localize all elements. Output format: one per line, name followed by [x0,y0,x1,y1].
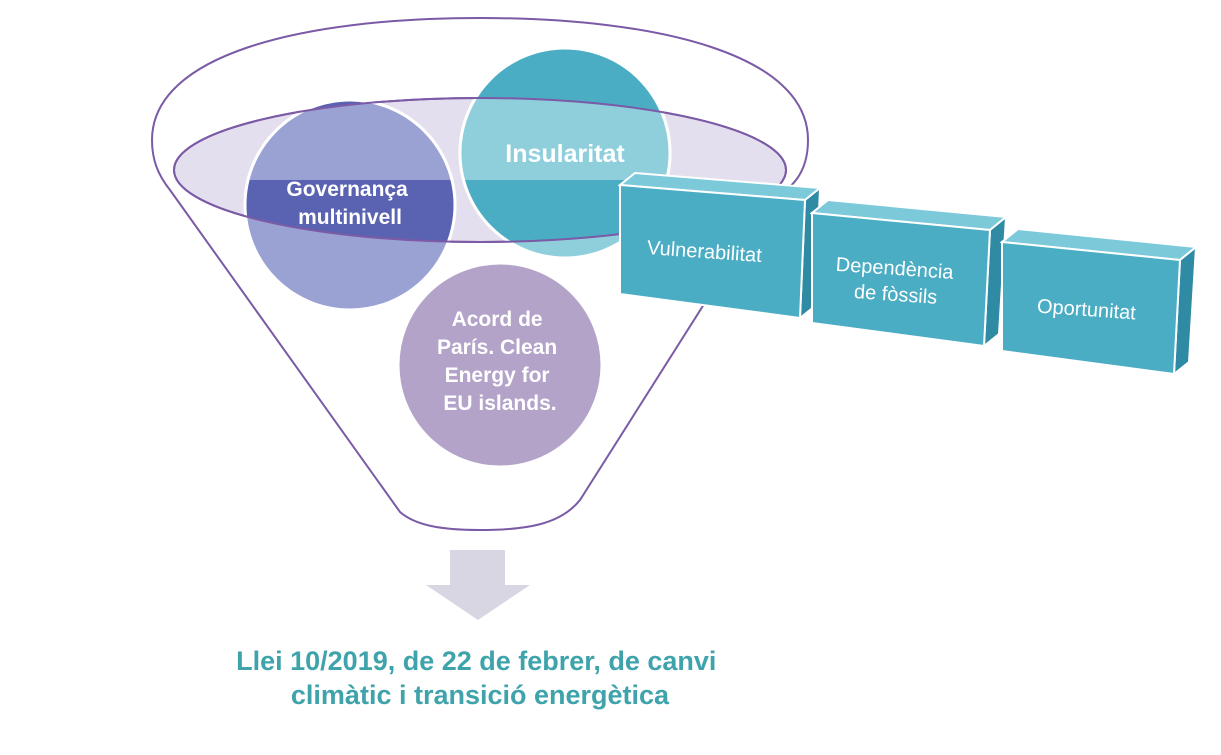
block-oportunitat: Oportunitat [999,227,1199,377]
label-insularitat: Insularitat [505,140,625,168]
label-governanca: Governança multinivell [286,178,413,229]
down-arrow-icon [426,550,530,620]
block-vulnerabilitat: Vulnerabilitat [617,171,823,321]
result-text: Llei 10/2019, de 22 de febrer, de canvi … [236,646,724,710]
circle-acord [396,261,604,469]
block-dependencia: Dependència de fòssils [809,198,1009,349]
funnel-outline [150,16,810,532]
label-acord: Acord de París. Clean Energy for EU isla… [437,308,563,415]
